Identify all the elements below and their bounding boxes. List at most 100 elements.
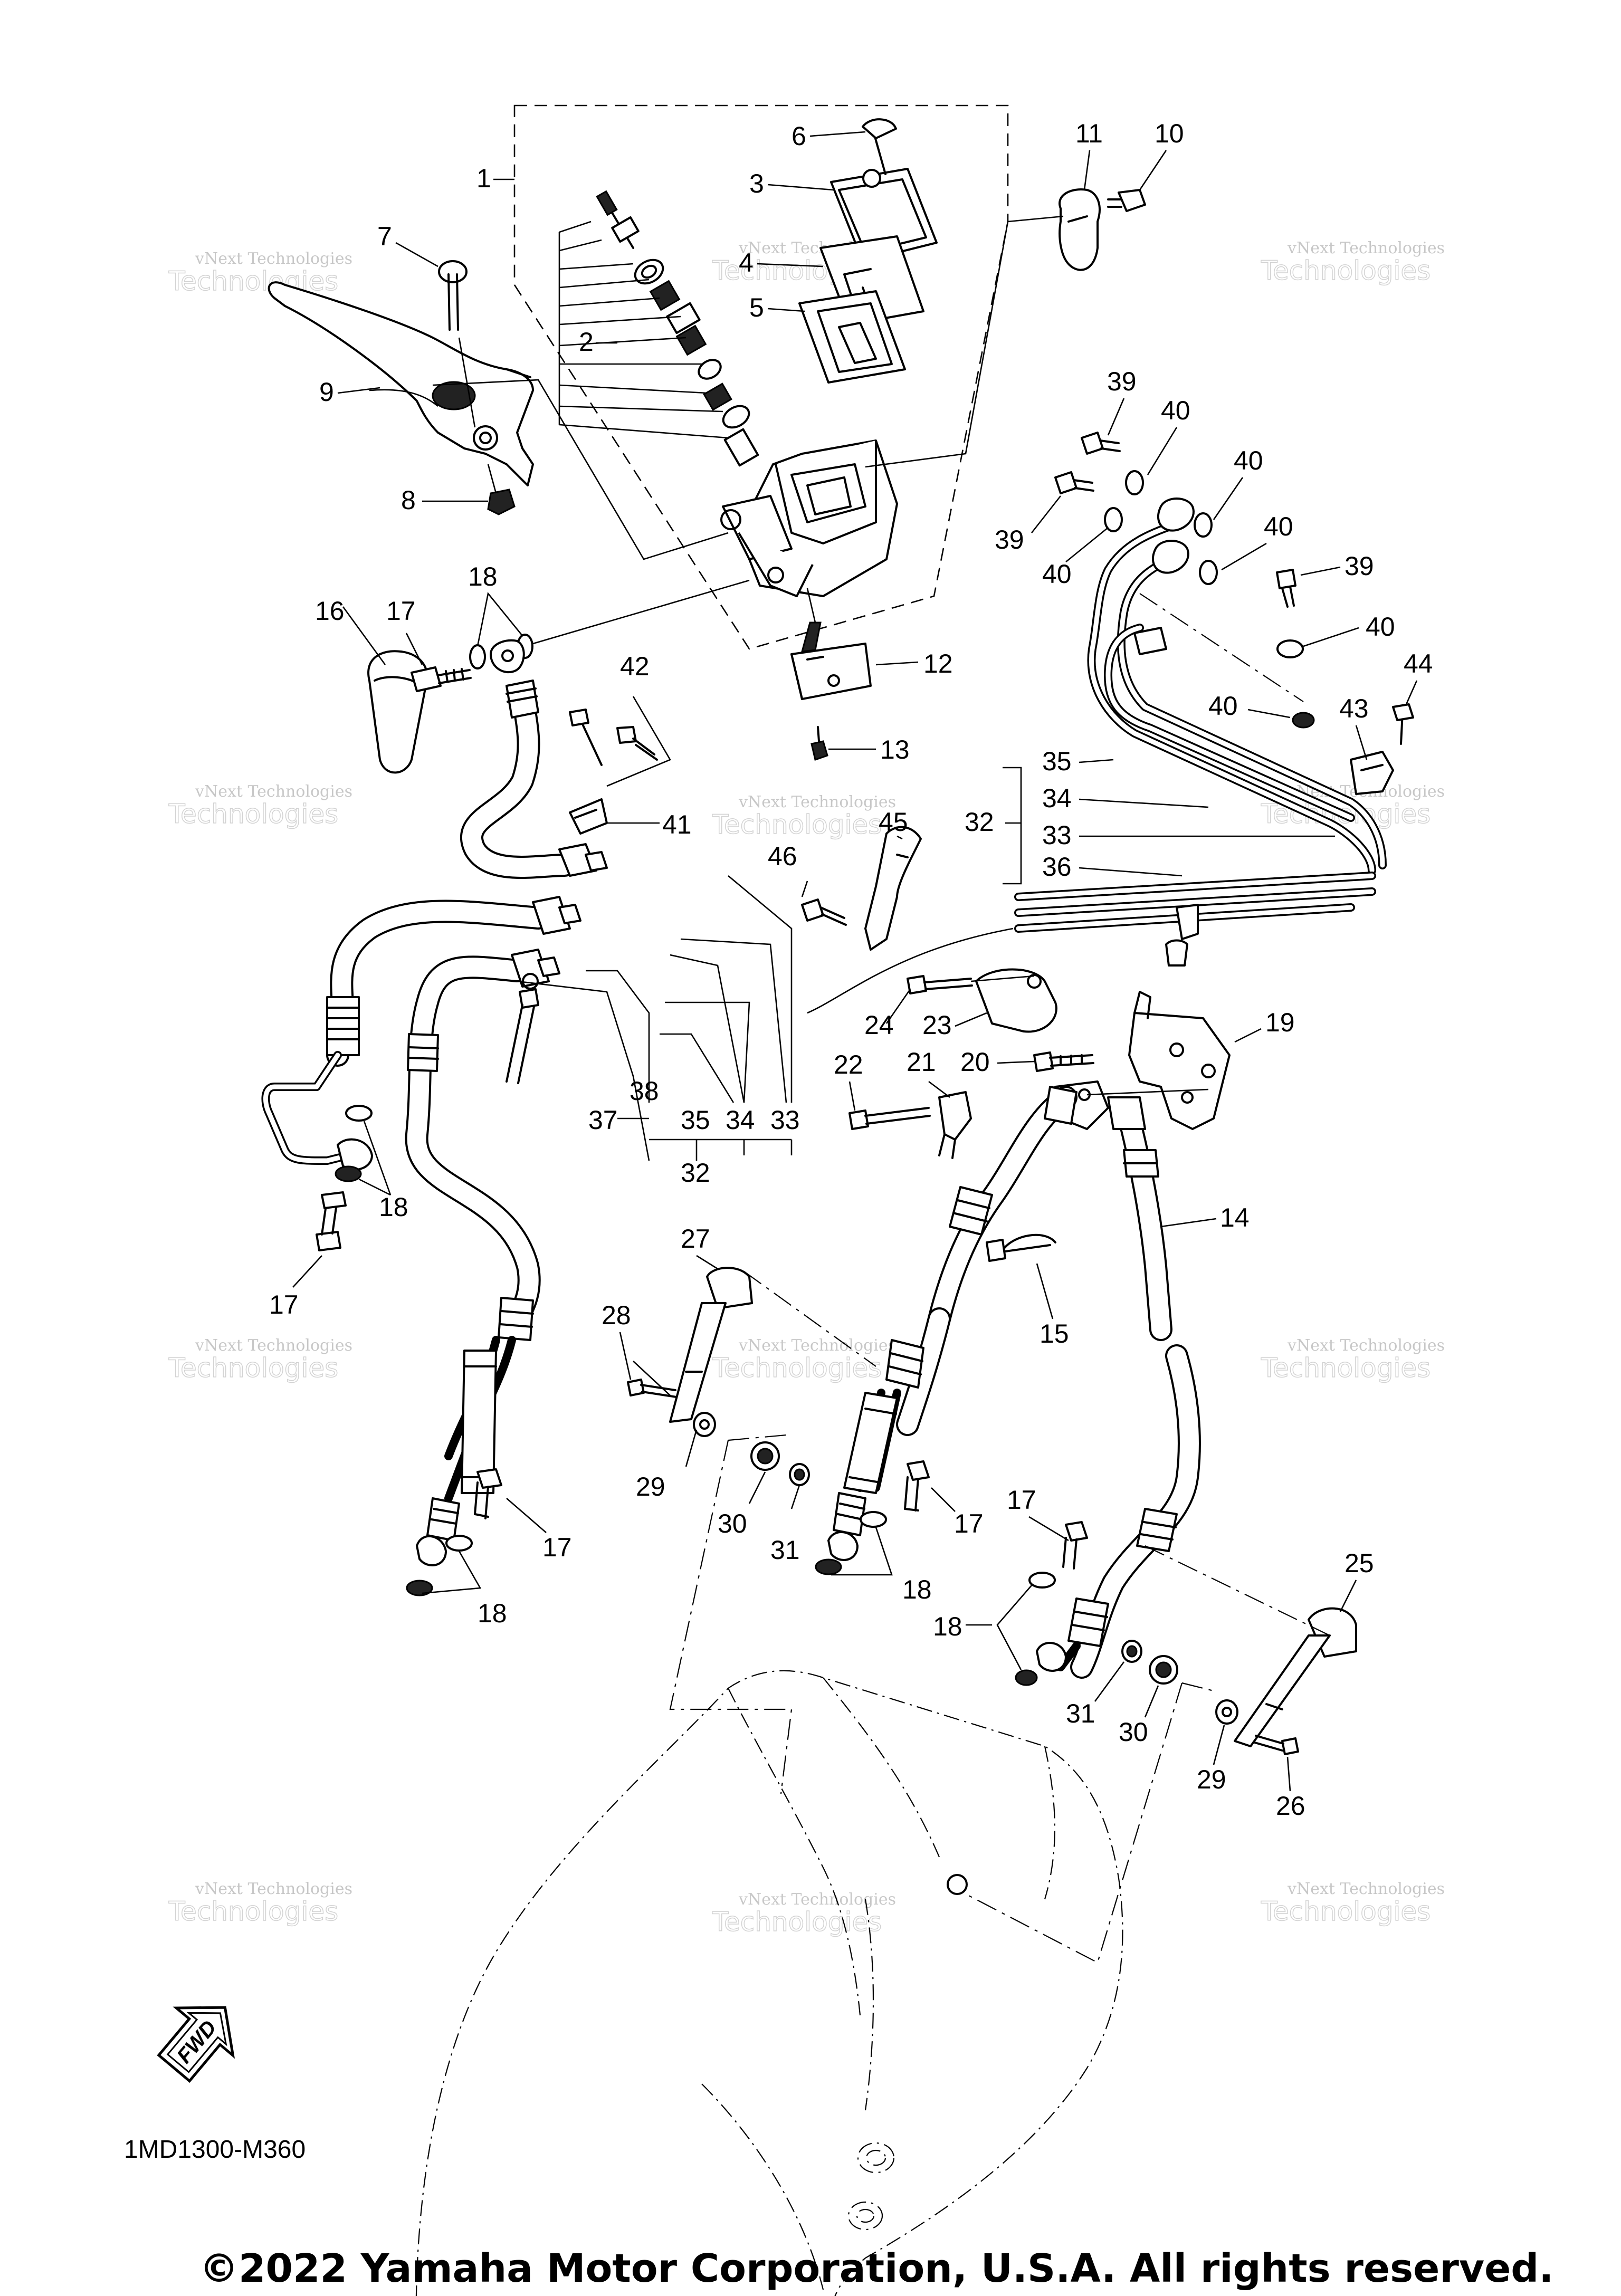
grommet-30-left	[750, 1441, 780, 1471]
svg-text:Technologies: Technologies	[168, 266, 338, 296]
callout-40: 40	[1042, 559, 1072, 589]
svg-text:Technologies: Technologies	[712, 1353, 882, 1383]
callout-17: 17	[1007, 1485, 1036, 1515]
pipe-callout-brackets	[517, 875, 1014, 1161]
holder-bolt	[1107, 189, 1146, 212]
svg-text:Technologies: Technologies	[168, 1353, 338, 1383]
callout-29: 29	[1197, 1765, 1226, 1794]
lever-pivot-bolt	[438, 260, 476, 428]
callout-35: 35	[681, 1105, 710, 1135]
svg-text:vNext Technologies: vNext Technologies	[1287, 1880, 1445, 1898]
diagram-code: 1MD1300-M360	[124, 2136, 306, 2164]
callout-26: 26	[1276, 1791, 1305, 1821]
collar-29-right	[1215, 1699, 1238, 1725]
callout-43: 43	[1339, 694, 1369, 723]
svg-text:vNext Technologies: vNext Technologies	[738, 1890, 896, 1909]
long-bolt	[506, 973, 539, 1084]
callout-17: 17	[954, 1509, 984, 1538]
piston-kit	[558, 190, 759, 467]
bracket-bolt	[1392, 703, 1414, 745]
callout-39: 39	[1345, 551, 1374, 581]
brake-hose-center	[827, 1086, 1078, 1561]
callout-33: 33	[1042, 820, 1072, 850]
reservoir-cap	[830, 168, 938, 262]
callout-1: 1	[476, 164, 491, 193]
union-bolts-right	[1054, 432, 1315, 729]
callout-44: 44	[1404, 649, 1433, 678]
lower-union-bolt-left	[474, 1468, 502, 1519]
watermark: vNext Technologies Technologies	[168, 1880, 352, 1927]
watermark: vNext Technologies Technologies	[1260, 239, 1445, 286]
watermark: vNext Technologies Technologies	[168, 782, 352, 830]
brake-pipes-lower	[1014, 872, 1376, 967]
callout-28: 28	[602, 1300, 631, 1330]
banjo-fitting	[490, 579, 750, 674]
callout-16: 16	[315, 596, 345, 626]
svg-text:Technologies: Technologies	[1261, 255, 1431, 286]
fwd-arrow-icon: FWD	[157, 2006, 235, 2083]
callout-20: 20	[960, 1047, 990, 1077]
brake-hose-left-long	[261, 896, 581, 1171]
callout-15: 15	[1040, 1319, 1069, 1348]
callout-25: 25	[1345, 1548, 1374, 1578]
watermark: vNext Technologies Technologies	[168, 250, 352, 297]
callout-30: 30	[1119, 1717, 1148, 1747]
callout-3: 3	[749, 169, 764, 198]
callout-46: 46	[768, 841, 797, 871]
callout-17: 17	[269, 1290, 299, 1319]
watermark: vNext Technologies Technologies	[711, 1336, 896, 1384]
damper-cover	[975, 968, 1057, 1033]
svg-text:vNext Technologies: vNext Technologies	[195, 250, 352, 268]
collar-29-left	[693, 1412, 716, 1437]
brake-hose-left	[460, 680, 608, 879]
callout-36: 36	[1042, 852, 1072, 882]
callout-5: 5	[749, 293, 764, 322]
callout-45: 45	[879, 807, 908, 837]
callout-31: 31	[770, 1535, 800, 1565]
watermark: vNext Technologies Technologies	[711, 793, 896, 840]
joint-bracket	[1128, 991, 1262, 1130]
collar-31-right	[1121, 1640, 1142, 1663]
left-lower-connectors	[633, 1271, 876, 1794]
callout-labels: 1 2 3 4 5 6 7 8 9 10 11 12 13	[269, 119, 1433, 1821]
watermark: vNext Technologies Technologies	[1260, 1336, 1445, 1384]
front-fender	[415, 1670, 1123, 2296]
diaphragm	[798, 290, 906, 384]
collar-31-left	[789, 1463, 810, 1486]
pipe-bracket	[1350, 751, 1394, 795]
cap-screw	[862, 118, 897, 175]
svg-text:Technologies: Technologies	[712, 1907, 882, 1937]
callout-24: 24	[864, 1010, 894, 1040]
clamp-bolts	[569, 696, 671, 787]
callout-14: 14	[1220, 1203, 1250, 1232]
watermark: vNext Technologies Technologies	[711, 1890, 896, 1938]
callout-40: 40	[1161, 396, 1190, 425]
callout-11: 11	[1075, 119, 1103, 148]
callout-18: 18	[902, 1575, 932, 1604]
callout-19: 19	[1265, 1008, 1295, 1037]
hose-clamp	[569, 798, 660, 835]
callout-31: 31	[1066, 1699, 1095, 1728]
svg-text:vNext Technologies: vNext Technologies	[738, 793, 896, 811]
callout-29: 29	[636, 1472, 665, 1501]
pipe-clamp	[801, 826, 922, 951]
lever-nut	[487, 464, 516, 515]
watermark: vNext Technologies Technologies	[1260, 1880, 1445, 1927]
callout-23: 23	[922, 1010, 952, 1040]
master-cylinder-holder	[865, 188, 1101, 468]
brake-pipes-upper	[1087, 498, 1387, 875]
brake-hose-left-front	[405, 949, 560, 1566]
callout-27: 27	[681, 1224, 710, 1254]
svg-text:vNext Technologies: vNext Technologies	[195, 782, 352, 801]
callout-34: 34	[1042, 783, 1072, 813]
damper-bolt-24	[907, 975, 1035, 994]
joint-bolt	[1033, 1051, 1094, 1072]
callout-42: 42	[620, 652, 650, 681]
callout-8: 8	[401, 485, 416, 515]
callout-17: 17	[386, 596, 416, 626]
callout-33: 33	[770, 1105, 800, 1135]
callout-30: 30	[718, 1509, 747, 1538]
right-lower-connectors	[965, 1545, 1330, 1964]
svg-text:Technologies: Technologies	[1261, 1896, 1431, 1927]
lower-union-bolt-right	[1062, 1521, 1088, 1570]
